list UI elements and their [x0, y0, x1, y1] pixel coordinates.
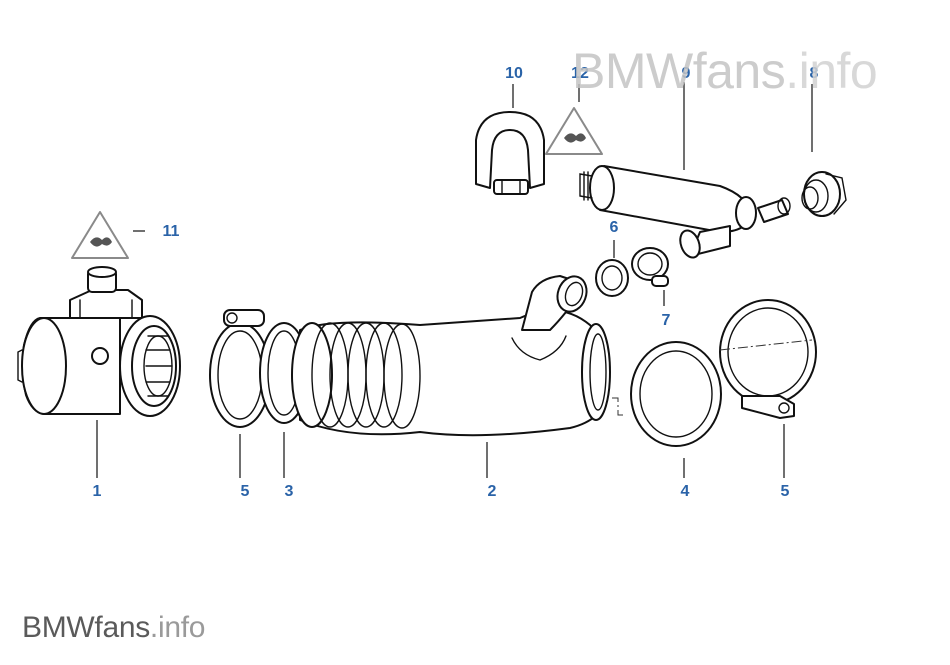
air-mass-meter[interactable]: [17, 266, 181, 478]
footer-logo-ext: .info: [149, 611, 206, 644]
idle-valve[interactable]: [579, 82, 791, 260]
callout-5-left: 5: [241, 483, 250, 500]
footer-logo: BMWfans.info: [22, 611, 205, 645]
holder-bracket[interactable]: [475, 84, 545, 195]
hose-clamp-right[interactable]: [719, 299, 817, 478]
callout-8: 8: [810, 65, 819, 82]
callout-10: 10: [505, 65, 523, 82]
gasket-ring[interactable]: [630, 341, 722, 478]
grommet[interactable]: [801, 84, 847, 217]
callout-4: 4: [681, 483, 690, 500]
callout-12: 12: [571, 65, 589, 82]
footer-logo-brand: BMWfans: [22, 611, 150, 644]
callout-1: 1: [93, 483, 102, 500]
small-sealing-ring[interactable]: [595, 240, 629, 297]
callout-5-right: 5: [781, 483, 790, 500]
callout-6: 6: [610, 219, 619, 236]
intake-boot[interactable]: [291, 272, 611, 478]
small-hose-clamp[interactable]: [631, 247, 669, 306]
callout-3: 3: [285, 483, 294, 500]
callout-9: 9: [682, 65, 691, 82]
warning-triangle-icon: [545, 84, 603, 155]
callout-11: 11: [163, 223, 180, 240]
hose-clamp-left[interactable]: [209, 309, 271, 478]
callout-2: 2: [488, 483, 497, 500]
warning-triangle-icon: [71, 211, 145, 259]
callout-7: 7: [662, 312, 671, 329]
